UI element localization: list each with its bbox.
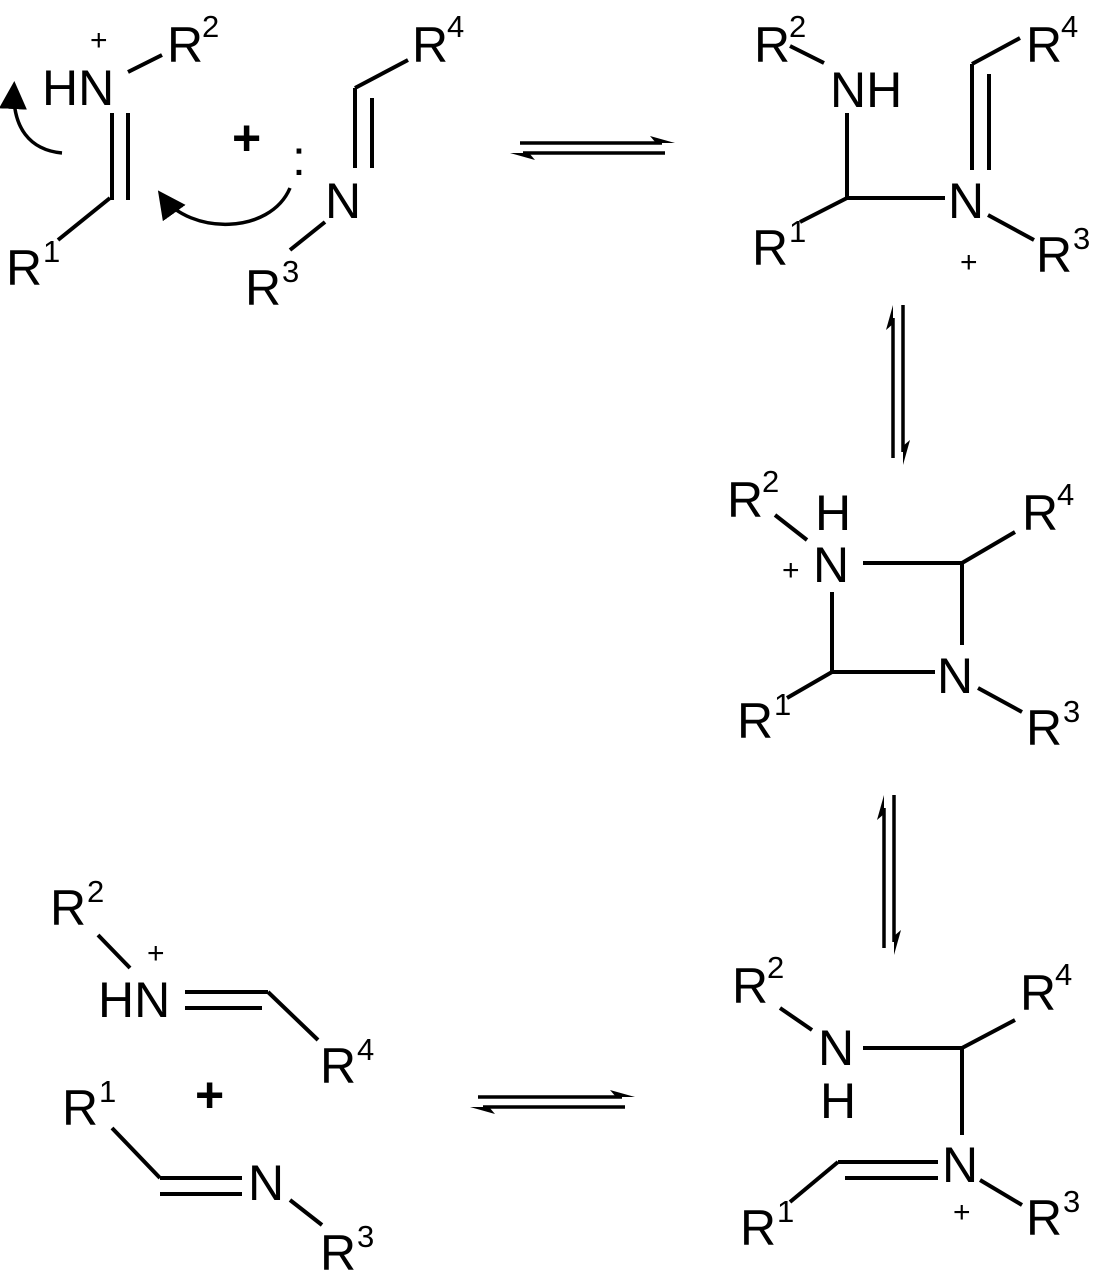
superscript-1: 1 [99, 1074, 116, 1109]
r-group-label: R [740, 1200, 776, 1256]
superscript-2: 2 [87, 874, 104, 909]
bond [785, 670, 834, 700]
r-group-label: R [320, 1038, 356, 1094]
superscript-2: 2 [767, 950, 784, 985]
superscript-2: 2 [789, 9, 806, 44]
hn-atom: HN [98, 972, 170, 1028]
bond [799, 196, 848, 224]
superscript-1: 1 [43, 234, 60, 269]
h-atom: H [820, 1073, 856, 1129]
r-group-label: R [1020, 965, 1056, 1021]
positive-charge: + [90, 24, 108, 57]
superscript-4: 4 [447, 9, 464, 44]
imine-product: R 1 N R 3 [62, 1074, 374, 1279]
n-atom: N [813, 537, 849, 593]
r-group-label: R [727, 472, 763, 528]
bond [354, 58, 409, 90]
superscript-1: 1 [774, 687, 791, 722]
imine-reactant: N : R 4 R 3 [245, 9, 464, 316]
superscript-3: 3 [1063, 694, 1080, 729]
n-atom: N [937, 648, 973, 704]
equilibrium-arrow-icon [886, 305, 910, 465]
n-atom: N [948, 173, 984, 229]
bond [960, 530, 1017, 565]
bond [773, 513, 809, 542]
bond [96, 933, 132, 970]
bond [971, 36, 1021, 66]
iminium-product: R 2 HN + R 4 [50, 874, 374, 1094]
r-group-label: R [1026, 700, 1062, 756]
equilibrium-arrow-icon [877, 795, 901, 955]
r-group-label: R [737, 693, 773, 749]
positive-charge: + [782, 554, 800, 587]
superscript-4: 4 [1055, 957, 1072, 992]
bond [266, 990, 320, 1042]
diazetidinium-intermediate: R 2 H N + R 4 N R 1 R 3 [727, 464, 1080, 756]
r-group-label: R [754, 17, 790, 73]
bond [987, 213, 1035, 242]
addition-intermediate: R 2 NH N + R 4 R 1 R 3 [752, 9, 1090, 283]
r-group-label: R [62, 1080, 98, 1136]
r-group-label: R [752, 220, 788, 276]
n-atom: N [325, 173, 361, 229]
bond [977, 686, 1023, 714]
plus-sign: + [195, 1067, 224, 1123]
r-group-label: R [320, 1225, 356, 1279]
r-group-label: R [412, 17, 448, 73]
n-atom: N [248, 1155, 284, 1211]
nh-atom: NH [830, 62, 902, 118]
curved-arrow-icon [0, 81, 63, 155]
equilibrium-arrow-icon [510, 136, 675, 160]
r-group-label: R [245, 260, 281, 316]
h-atom: H [815, 485, 851, 541]
bond [789, 44, 825, 65]
r-group-label: R [167, 17, 203, 73]
bond [56, 196, 112, 242]
superscript-2: 2 [762, 464, 779, 499]
r-group-label: R [1026, 1190, 1062, 1246]
bond [288, 1198, 324, 1227]
superscript-3: 3 [1073, 221, 1090, 256]
bond [978, 1178, 1024, 1207]
bond [127, 53, 163, 74]
curved-arrow-icon [157, 187, 292, 226]
superscript-2: 2 [202, 9, 219, 44]
superscript-1: 1 [777, 1194, 794, 1229]
r-group-label: R [1036, 227, 1072, 283]
r-group-label: R [50, 880, 86, 936]
superscript-3: 3 [282, 254, 299, 289]
bond [961, 1018, 1016, 1050]
bond [288, 220, 327, 252]
bond [778, 1006, 814, 1032]
r-group-label: R [6, 240, 42, 296]
superscript-3: 3 [357, 1219, 374, 1254]
r-group-label: R [1026, 17, 1062, 73]
superscript-4: 4 [1057, 477, 1074, 512]
positive-charge: + [953, 1196, 971, 1229]
superscript-4: 4 [1061, 9, 1078, 44]
n-atom: N [942, 1137, 978, 1193]
superscript-3: 3 [1063, 1184, 1080, 1219]
positive-charge: + [147, 937, 165, 970]
bond [110, 1126, 162, 1180]
equilibrium-arrow-icon [470, 1090, 635, 1114]
superscript-4: 4 [357, 1032, 374, 1067]
lone-pair: : [292, 130, 306, 186]
hn-atom: HN [42, 60, 114, 116]
r-group-label: R [732, 958, 768, 1014]
r-group-label: R [1022, 485, 1058, 541]
ring-opened-intermediate: R 2 N H R 4 N + R 1 R 3 [732, 950, 1080, 1256]
plus-sign: + [232, 110, 261, 166]
n-atom: N [818, 1020, 854, 1076]
positive-charge: + [960, 246, 978, 279]
iminium-reactant: HN + R 2 R 1 [6, 9, 219, 296]
bond [788, 1160, 840, 1204]
